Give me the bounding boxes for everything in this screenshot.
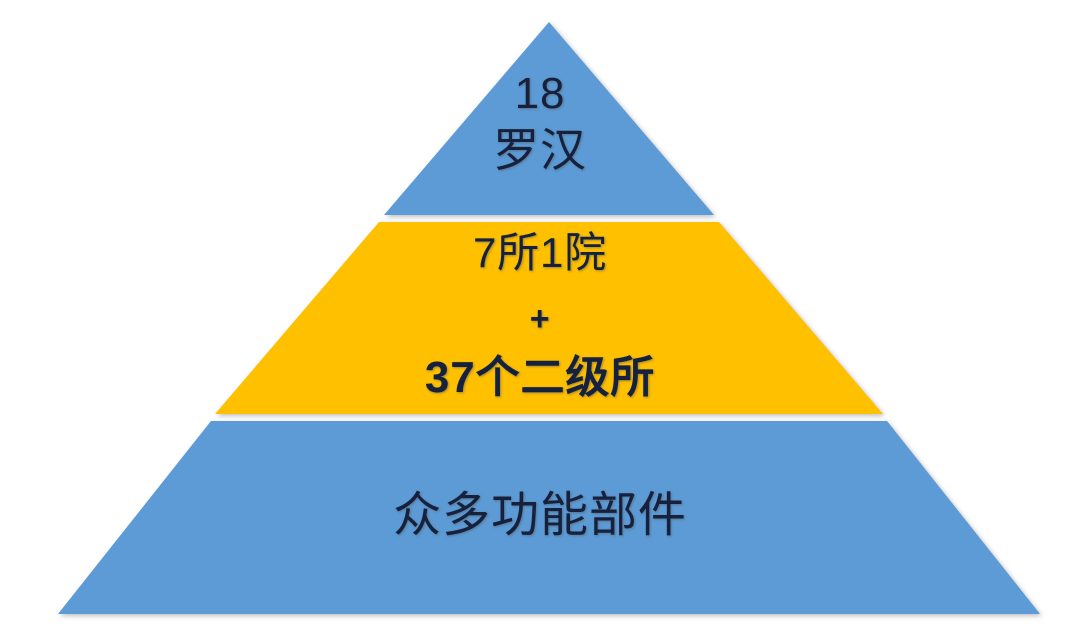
pyramid-tier-top <box>384 22 714 215</box>
pyramid-tier-bottom <box>58 421 1040 614</box>
pyramid-tier-middle <box>215 222 883 414</box>
